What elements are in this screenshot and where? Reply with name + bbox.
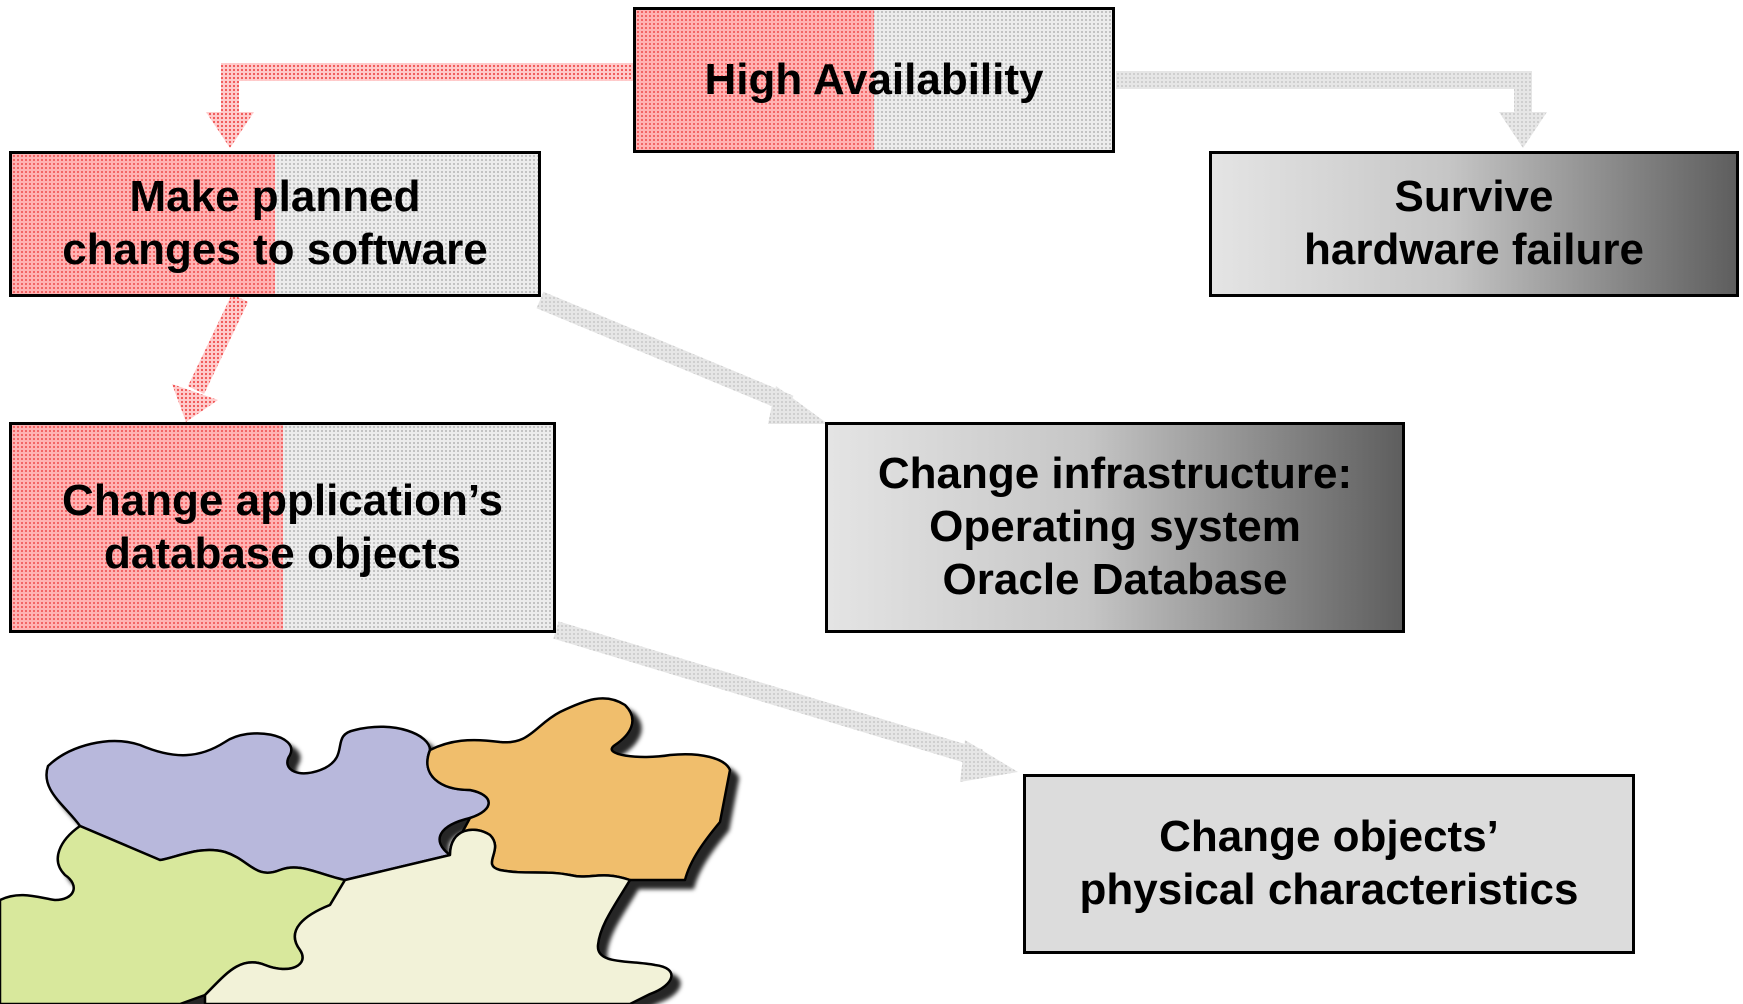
node-change-infrastructure: Change infrastructure: Operating system … [825,422,1405,633]
arrow-application-to-physical [553,621,1018,782]
node-make-planned-changes: Make planned changes to software [9,151,541,297]
arrow-ha-to-survive [1116,71,1547,148]
node-high-availability: High Availability [633,7,1115,153]
node-survive-hardware-failure-label: Survive hardware failure [1304,172,1644,274]
arrow-ha-to-planned [206,63,633,148]
jigsaw-puzzle-icon [0,697,732,1004]
node-make-planned-changes-label: Make planned changes to software [62,172,488,274]
node-change-infrastructure-label: Change infrastructure: Operating system … [877,449,1353,604]
node-high-availability-label: High Availability [704,54,1044,104]
arrow-planned-to-application [172,294,249,422]
node-change-application-objects: Change application’s database objects [9,422,556,633]
arrow-planned-to-infrastructure [536,291,828,424]
node-change-application-objects-label: Change application’s database objects [62,475,503,578]
node-change-physical-characteristics: Change objects’ physical characteristics [1023,774,1635,954]
node-change-physical-characteristics-label: Change objects’ physical characteristics [1079,812,1579,914]
node-survive-hardware-failure: Survive hardware failure [1209,151,1739,297]
